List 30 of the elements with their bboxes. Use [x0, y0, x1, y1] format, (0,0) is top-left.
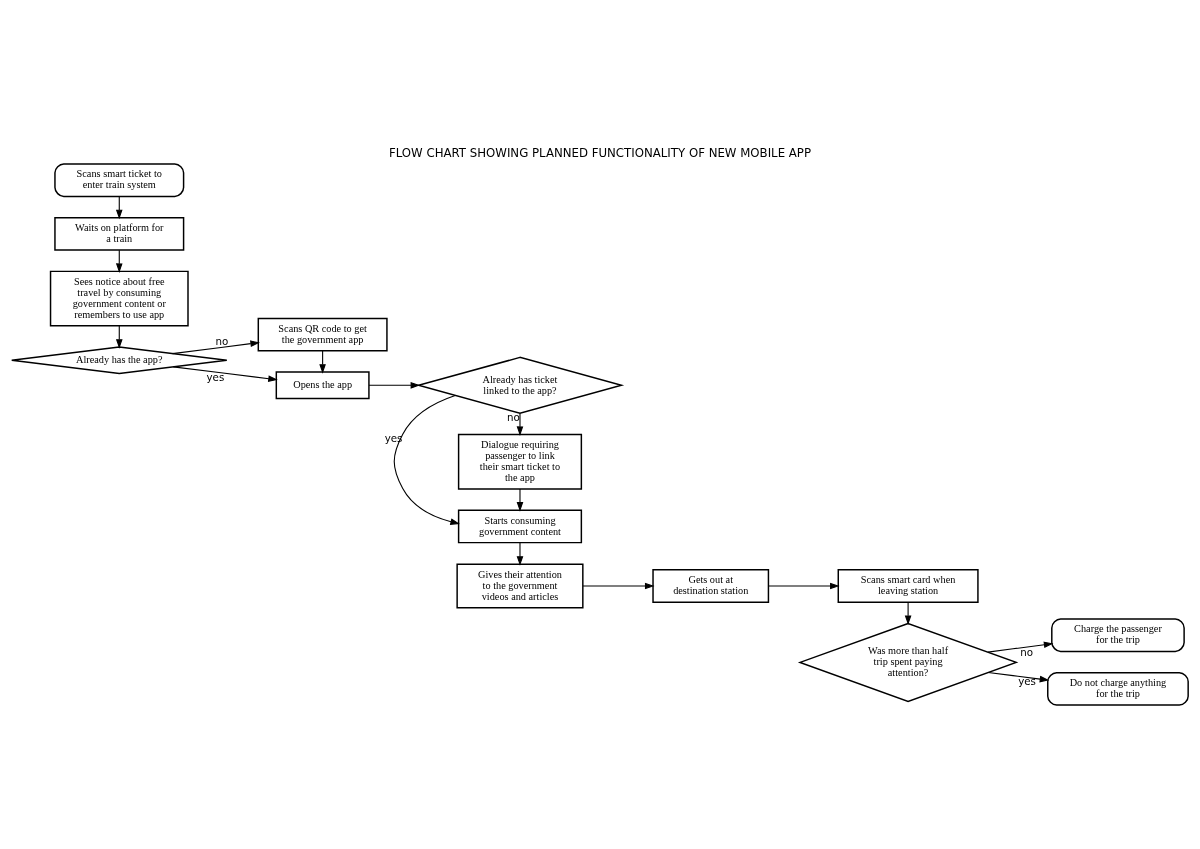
- node-box: Scans smart ticket to enter train system: [54, 162, 185, 197]
- arrow: [516, 541, 524, 566]
- arrow: [516, 488, 524, 512]
- diagram-title: FLOW CHART SHOWING PLANNED FUNCTIONALITY OF NEW MOBILE APP: [388, 145, 812, 160]
- arrow: [172, 365, 278, 382]
- node-box: Starts consuming government content: [457, 509, 583, 543]
- node-box: Gives their attention to the government videos and articles: [456, 563, 584, 608]
- arrow: [171, 339, 260, 354]
- arrow: [582, 582, 655, 589]
- arrow: [368, 381, 421, 389]
- arrow: [393, 394, 460, 525]
- arrow: [904, 601, 912, 625]
- arrow: [516, 412, 524, 436]
- node-box: Scans smart card when leaving station: [837, 568, 979, 603]
- node-diamond: Already has the app?: [11, 345, 228, 374]
- node-box: Gets out at destination station: [652, 568, 770, 603]
- node-diamond: Was more than half trip spent paying attention?: [797, 622, 1019, 702]
- arrow: [768, 582, 840, 589]
- edge-label: no: [1020, 645, 1034, 658]
- edge-label: yes: [1018, 674, 1036, 687]
- arrow: [987, 640, 1054, 653]
- arrow: [987, 671, 1050, 682]
- node-box: Sees notice about free travel by consuming government content or remembers to use app: [49, 270, 189, 326]
- node-box: Scans QR code to get the government app: [257, 317, 388, 351]
- node-box: Opens the app: [275, 370, 370, 399]
- node-box: Waits on platform for a train: [54, 216, 185, 251]
- edge-label: no: [215, 334, 229, 347]
- node-box: Do not charge anything for the trip: [1047, 671, 1189, 706]
- node-box: Charge the passenger for the trip: [1051, 617, 1185, 652]
- node-box: Dialogue requiring passenger to link their smart ticket to the app: [457, 433, 583, 490]
